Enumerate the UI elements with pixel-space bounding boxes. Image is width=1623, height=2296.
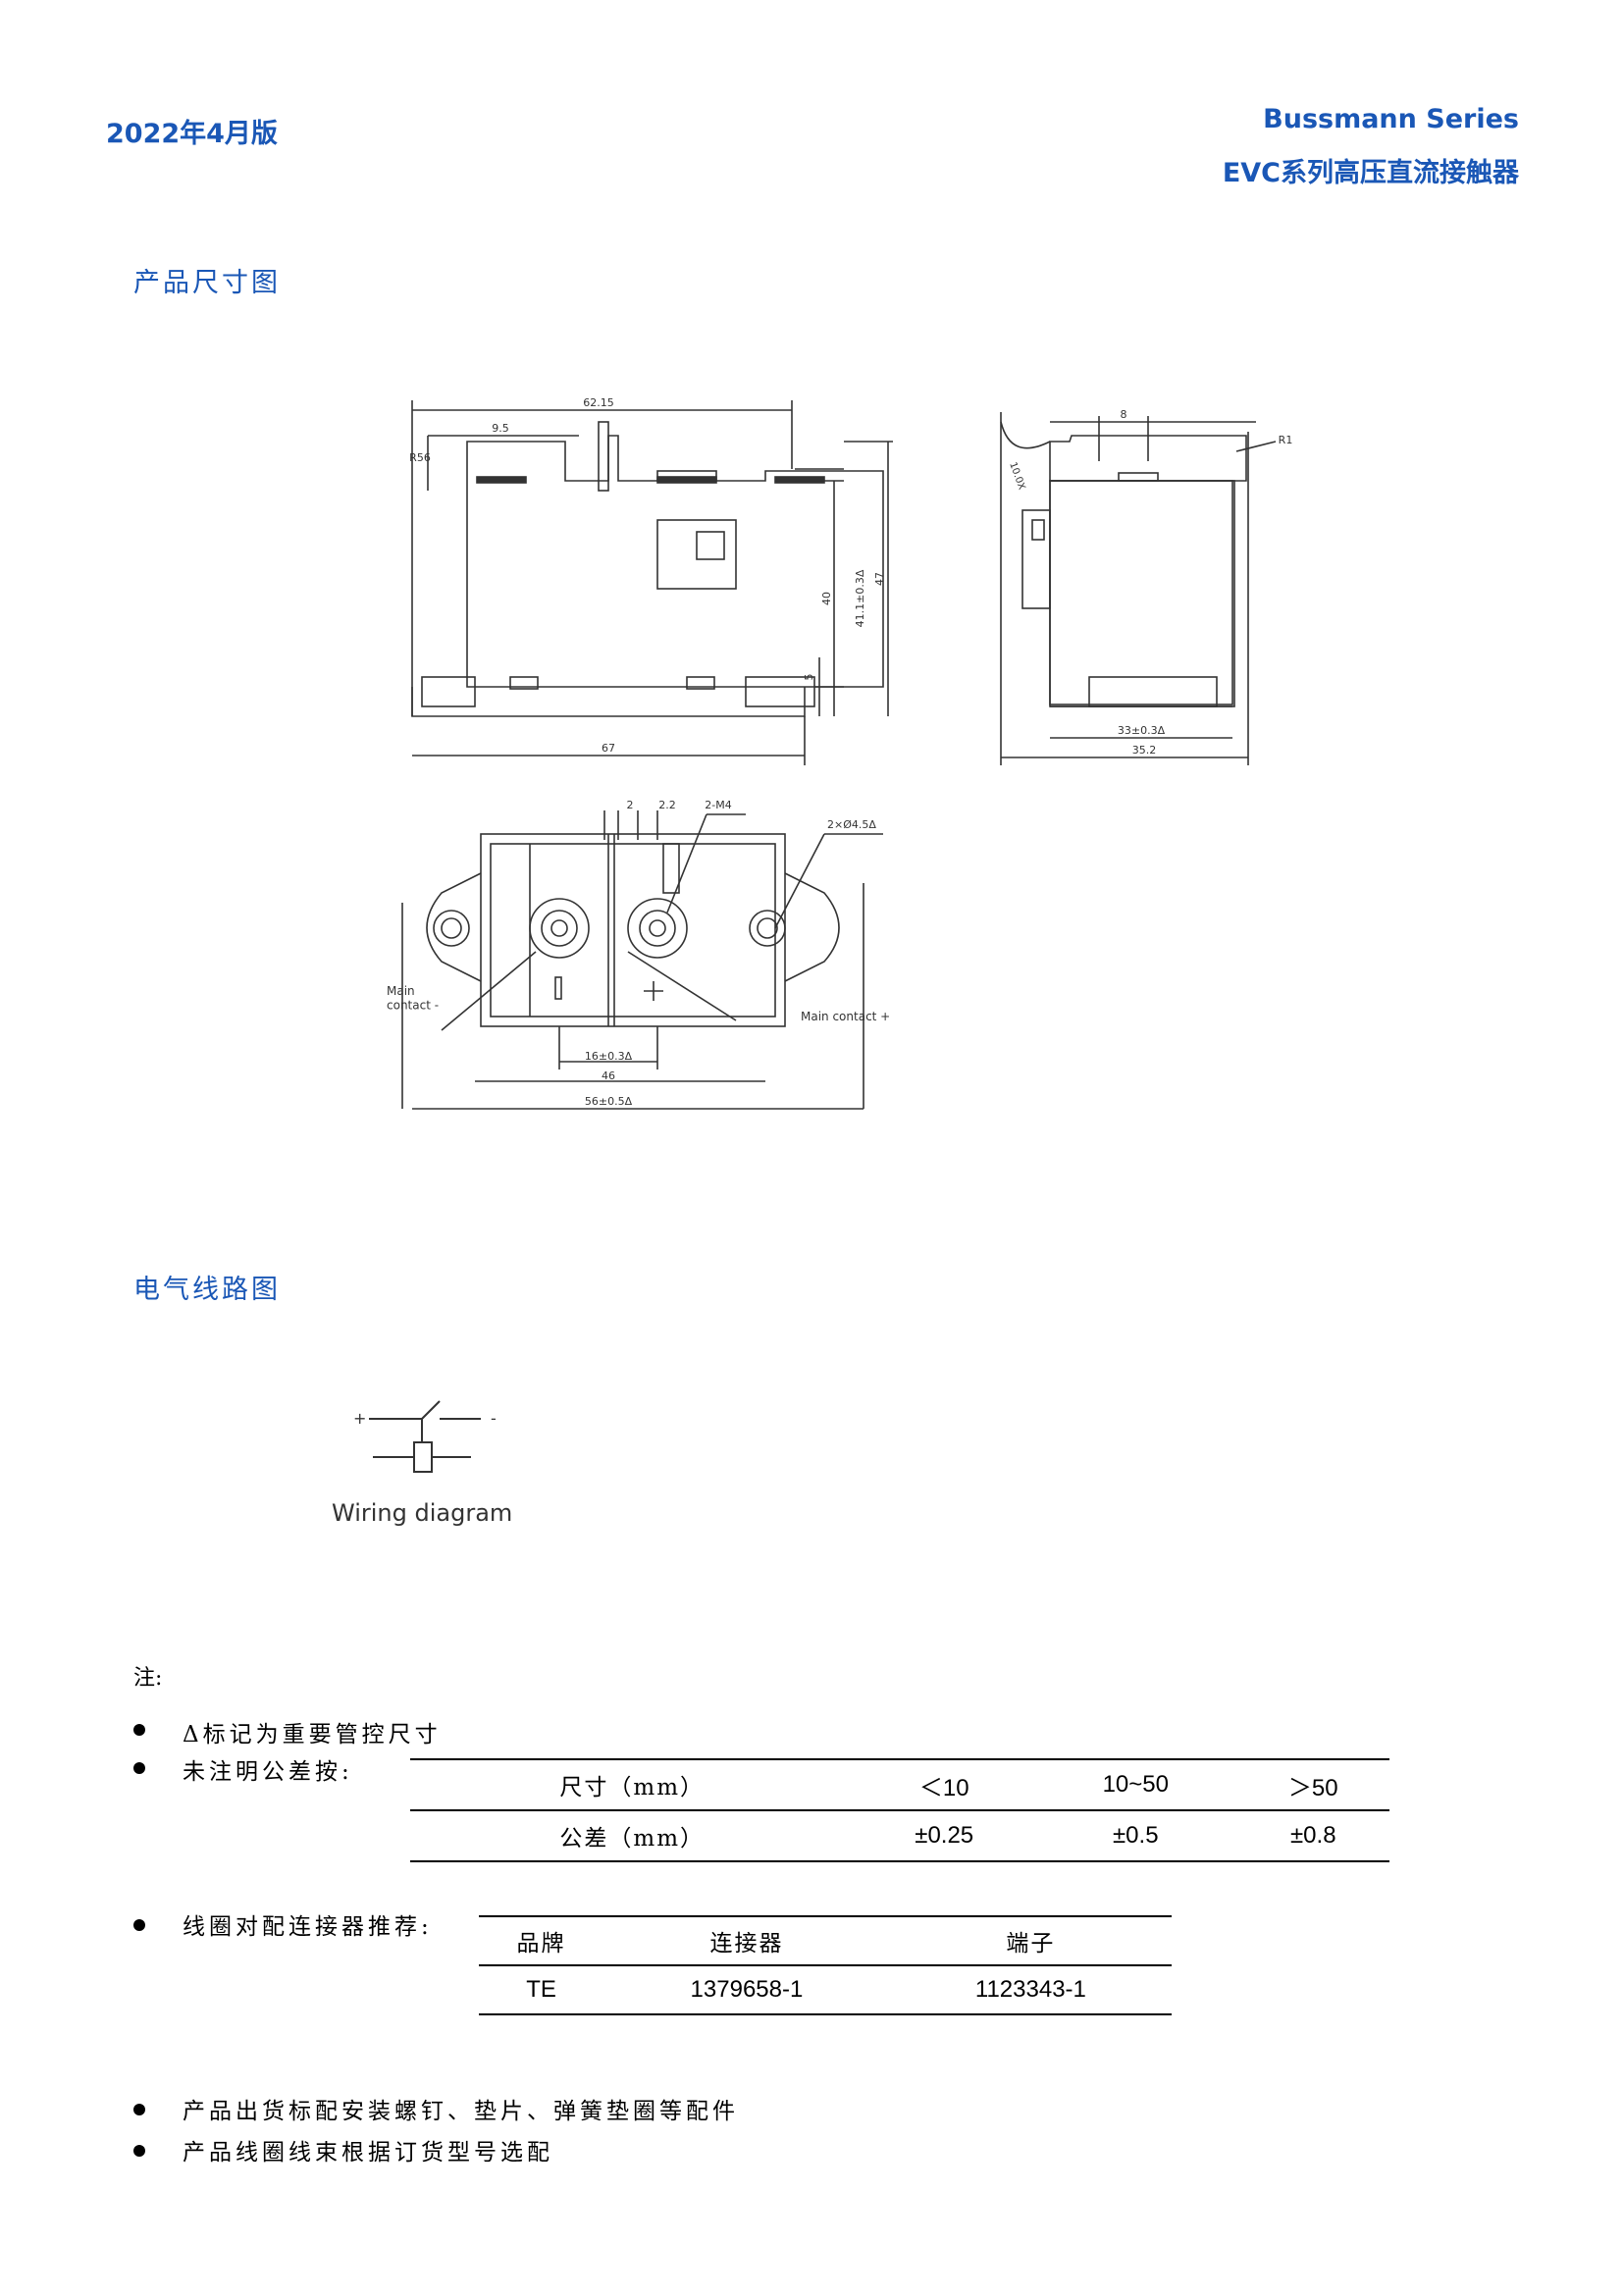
dim-end-top: 8 (1121, 408, 1127, 421)
dim-side-radius: R56 (409, 451, 431, 464)
bullet-dot (133, 2145, 145, 2157)
bullet-dot (133, 2104, 145, 2115)
note-default-tolerance: 未注明公差按: (183, 1759, 353, 1785)
series-name: Bussmann Series (1263, 104, 1519, 134)
table-cell: 公差（mm） (559, 1826, 706, 1852)
wiring-minus: - (491, 1409, 497, 1428)
dim-end-outer-width: 35.2 (1132, 744, 1157, 757)
label-main-contact-pos: Main contact + (801, 1010, 890, 1023)
dim-side-offset: 9.5 (492, 422, 509, 435)
table-cell: ＞50 (1236, 1759, 1389, 1811)
wiring-diagram: + - Wiring diagram (332, 1400, 512, 1527)
notes-label: 注: (133, 1666, 163, 1691)
table-row: 公差（mm） ±0.25 ±0.5 ±0.8 (410, 1810, 1389, 1861)
table-cell: 1379658-1 (690, 1976, 804, 2003)
dimension-drawing: 62.15 9.5 R56 40 41.1±0.3Δ 47 5 67 8 10.… (387, 396, 1293, 1110)
table-row: TE 1379658-1 1123343-1 (479, 1965, 1172, 2014)
table-cell: 尺寸（mm） (410, 1759, 855, 1811)
dim-side-height-inner: 40 (820, 592, 833, 605)
dim-side-width-bottom: 67 (602, 742, 615, 755)
dim-side-height-mid: 41.1±0.3Δ (854, 569, 866, 627)
dimensions-section-title: 产品尺寸图 (133, 268, 281, 298)
wiring-plus: + (353, 1409, 366, 1428)
edition-date: 2022年4月版 (106, 119, 278, 149)
dim-top-a: 2 (627, 799, 634, 811)
dim-side-height-total: 47 (873, 572, 886, 586)
dim-end-angle: 10.0X (1007, 461, 1026, 492)
table-header-cell: 品牌 (479, 1916, 604, 1966)
table-row: 品牌 连接器 端子 (479, 1916, 1172, 1966)
product-title: EVC系列高压直流接触器 (1222, 158, 1519, 188)
note-key-dimensions: Δ标记为重要管控尺寸 (183, 1722, 442, 1748)
dim-top-thread: 2-M4 (705, 799, 731, 811)
table-header-cell: 连接器 (603, 1916, 890, 1966)
wiring-caption: Wiring diagram (332, 1499, 512, 1527)
wiring-section-title: 电气线路图 (133, 1275, 281, 1305)
dim-end-radius: R1 (1279, 434, 1293, 446)
bullet-dot (133, 1762, 145, 1774)
dim-top-overall: 56±0.5Δ (585, 1095, 633, 1108)
table-row: 尺寸（mm） ＜10 10~50 ＞50 (410, 1759, 1389, 1811)
table-cell: 1123343-1 (974, 1976, 1086, 2003)
dim-top-pitch: 16±0.3Δ (585, 1050, 633, 1063)
dim-top-inner: 46 (602, 1070, 615, 1082)
table-cell: ±0.8 (1290, 1822, 1336, 1849)
table-cell: ±0.5 (1113, 1822, 1159, 1849)
table-cell: ±0.25 (915, 1822, 974, 1849)
connector-table: 品牌 连接器 端子 TE 1379658-1 1123343-1 (479, 1915, 1172, 2015)
note-connector-recommendation: 线圈对配连接器推荐: (183, 1914, 433, 1940)
dim-end-inner-width: 33±0.3Δ (1118, 724, 1166, 737)
dim-top-b: 2.2 (658, 799, 676, 811)
bullet-dot (133, 1919, 145, 1931)
note-shipped-accessories: 产品出货标配安装螺钉、垫片、弹簧垫圈等配件 (183, 2099, 739, 2124)
table-cell: ＜10 (854, 1759, 1034, 1811)
dim-side-width-top: 62.15 (583, 396, 614, 409)
table-cell: 10~50 (1033, 1759, 1237, 1811)
dim-top-holes: 2×Ø4.5Δ (827, 818, 876, 831)
table-header-cell: 端子 (889, 1916, 1172, 1966)
tolerance-table: 尺寸（mm） ＜10 10~50 ＞50 公差（mm） ±0.25 ±0.5 ±… (410, 1758, 1389, 1862)
note-coil-harness: 产品线圈线束根据订货型号选配 (183, 2140, 553, 2166)
dim-side-base: 5 (803, 674, 815, 681)
table-cell: TE (526, 1976, 556, 2003)
bullet-dot (133, 1724, 145, 1736)
